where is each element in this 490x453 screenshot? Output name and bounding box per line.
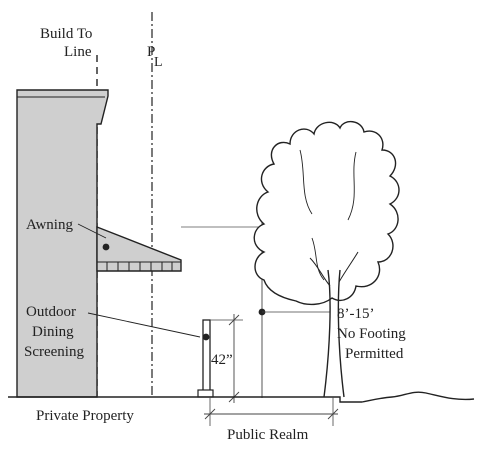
property-line-label-p: P <box>147 44 155 60</box>
awning-dot <box>102 243 110 251</box>
tree-branch-right <box>338 251 359 283</box>
build-to-line-label-1: Build To <box>40 26 92 42</box>
public-realm-tick-right <box>327 408 339 420</box>
tree-trunk-left <box>323 269 331 398</box>
awning <box>96 225 182 272</box>
screening-dot <box>202 333 210 341</box>
screen-height-tick-top <box>228 314 240 326</box>
tree-canopy-detail-3 <box>311 237 325 281</box>
screening-post-base <box>197 389 214 398</box>
screening-post <box>202 319 211 393</box>
awning-valance-ticks <box>97 261 181 271</box>
private-property-label: Private Property <box>36 408 134 424</box>
outdoor-dining-label-3: Screening <box>24 344 84 360</box>
public-realm-label: Public Realm <box>227 427 309 443</box>
clearance-label-2: No Footing <box>337 326 406 342</box>
property-line-label-l: L <box>154 55 163 70</box>
tree-canopy-detail-1 <box>299 149 313 215</box>
outdoor-dining-label-1: Outdoor <box>26 304 76 320</box>
build-to-line-label-2: Line <box>64 44 92 60</box>
clearance-label-1: 8’-15’ <box>337 306 375 322</box>
clearance-label-3: Permitted <box>345 346 404 362</box>
screening-leader <box>87 312 201 338</box>
outdoor-dining-label-2: Dining <box>32 324 74 340</box>
tree-canopy-detail-2 <box>347 151 357 221</box>
tree-branch-left <box>309 257 331 287</box>
tree-canopy <box>253 121 400 306</box>
ground-line <box>8 391 475 403</box>
screen-height-label: 42” <box>211 352 233 368</box>
awning-leader <box>77 223 107 239</box>
awning-label: Awning <box>26 217 73 233</box>
public-realm-tick-left <box>204 408 216 420</box>
